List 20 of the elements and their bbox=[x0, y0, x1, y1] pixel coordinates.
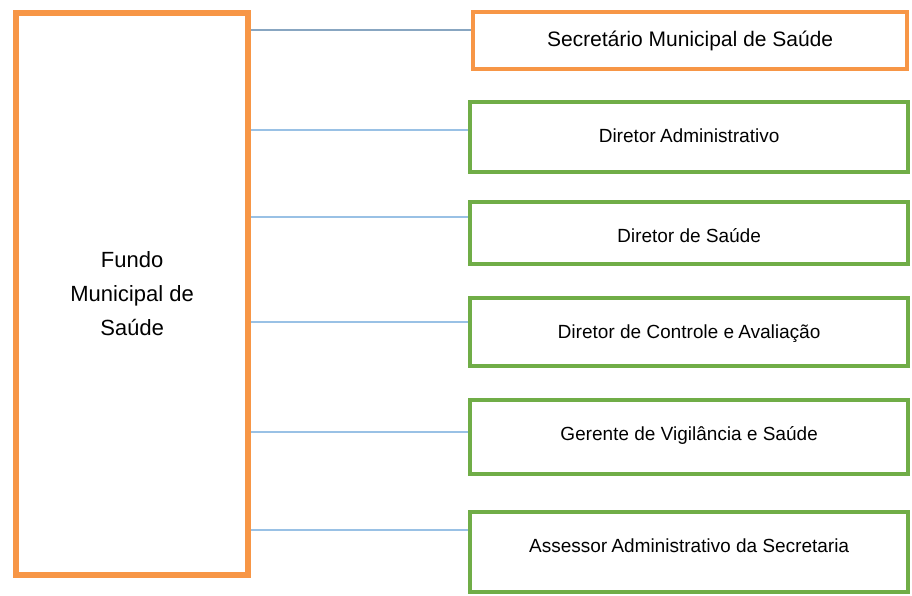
role-box bbox=[468, 296, 910, 368]
role-box bbox=[468, 510, 910, 594]
role-box bbox=[468, 100, 910, 174]
connector-line bbox=[251, 129, 468, 131]
node-label: Secretário Municipal de Saúde bbox=[546, 27, 833, 54]
connector-line bbox=[251, 431, 468, 433]
connector-line bbox=[251, 529, 468, 531]
node-label: Assessor Administrativo da Secretaria bbox=[529, 535, 849, 559]
node-label: Gerente de Vigilância e Saúde bbox=[560, 423, 818, 447]
fund-box bbox=[13, 10, 251, 578]
node-label: Diretor de Controle e Avaliação bbox=[558, 321, 820, 345]
node-label: Diretor Administrativo bbox=[598, 125, 780, 149]
connector-line bbox=[251, 216, 468, 218]
role-box bbox=[468, 200, 910, 266]
node-label: Diretor de Saúde bbox=[617, 225, 761, 249]
node-label: Fundo Municipal de Saúde bbox=[69, 246, 195, 342]
connector-line bbox=[251, 321, 468, 323]
role-box bbox=[468, 398, 910, 476]
secretary-box bbox=[471, 10, 909, 71]
connector-line bbox=[251, 29, 471, 31]
